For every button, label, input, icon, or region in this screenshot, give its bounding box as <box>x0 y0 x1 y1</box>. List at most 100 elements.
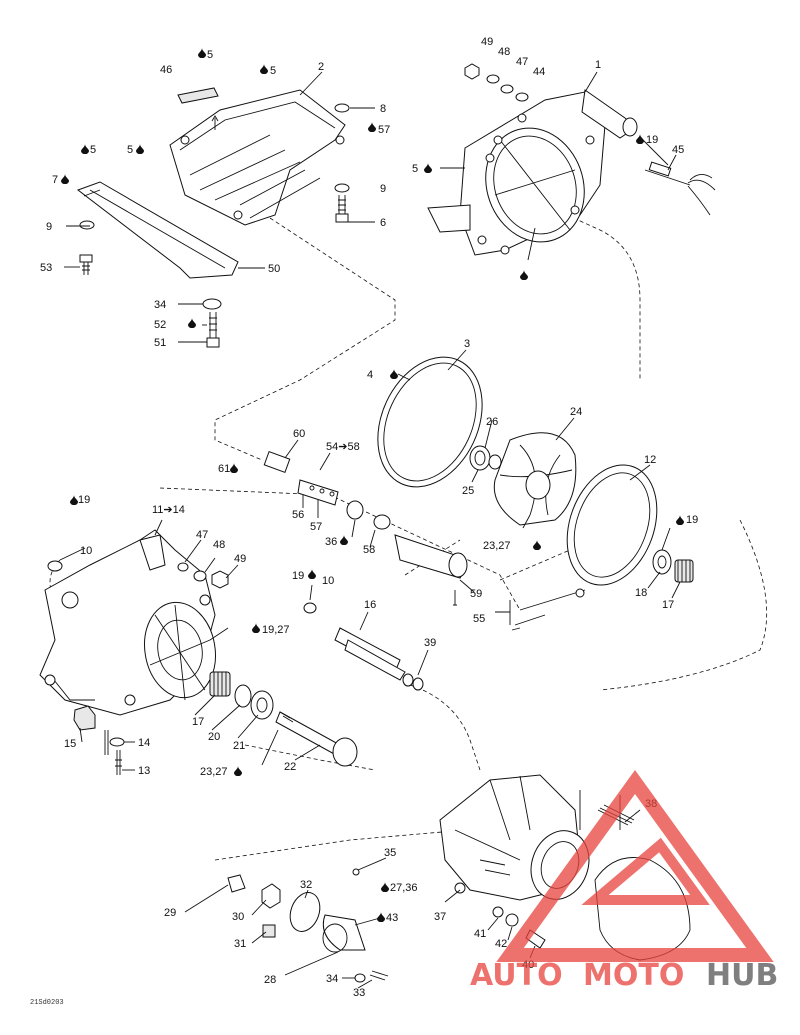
part-label: 33 <box>353 987 365 999</box>
part-label: 56 <box>292 509 304 521</box>
part-label: 23,27 <box>483 540 511 552</box>
drop-icon <box>390 369 398 379</box>
part-label: 27,36 <box>390 882 418 894</box>
part-label: 16 <box>364 599 376 611</box>
part-label: 24 <box>570 406 582 418</box>
drop-icon <box>381 882 389 892</box>
part-label: 7 <box>52 174 58 186</box>
drawing-reference: 21Sd0203 <box>30 999 64 1007</box>
part-label: 42 <box>495 938 507 950</box>
part-45-sensor <box>644 161 716 216</box>
watermark-hub: HUB <box>706 958 778 993</box>
part-label: 47 <box>516 56 528 68</box>
part-label: 6 <box>380 217 386 229</box>
drop-icon <box>368 122 376 132</box>
drop-icon <box>188 318 196 328</box>
drop-icon <box>252 623 260 633</box>
part-label: 4 <box>367 369 373 381</box>
part-label: 48 <box>498 46 510 58</box>
part-label: 49 <box>481 36 493 48</box>
part-53-screw <box>79 254 93 275</box>
part-label: 37 <box>434 911 446 923</box>
part-52-51-screw <box>206 312 220 348</box>
part-label: 5 <box>90 144 96 156</box>
part-label: 19 <box>292 570 304 582</box>
part-label: 20 <box>208 731 220 743</box>
watermark-logo-icon <box>496 770 774 962</box>
part-label: 29 <box>164 907 176 919</box>
part-label: 17 <box>662 599 674 611</box>
part-label: 39 <box>424 637 436 649</box>
part-label: 32 <box>300 879 312 891</box>
drop-icon <box>424 163 432 173</box>
pump-nozzle <box>439 774 691 961</box>
drop-icon <box>377 912 385 922</box>
part-label: 60 <box>293 428 305 440</box>
parts-60-56-57 <box>263 451 339 506</box>
part-label: 55 <box>473 613 485 625</box>
part-label: 14 <box>138 737 150 749</box>
drop-icon <box>198 48 206 58</box>
part-label: 45 <box>672 144 684 156</box>
part-label: 28 <box>264 974 276 986</box>
part-label: 54➔58 <box>326 441 360 453</box>
part-22-drive-shaft <box>275 711 358 767</box>
part-label: 23,27 <box>200 766 228 778</box>
part-16-tube <box>303 602 424 691</box>
part-label: 1 <box>595 59 601 71</box>
part-label: 10 <box>80 545 92 557</box>
drop-icon <box>636 134 644 144</box>
part-46-plate <box>177 87 219 104</box>
part-label: 8 <box>380 103 386 115</box>
part-label: 21 <box>233 740 245 752</box>
pump-support-housing <box>39 529 216 716</box>
automotohub-watermark: AUTO MOTO HUB <box>470 770 778 993</box>
part-12-sleeve <box>566 464 658 586</box>
part-label: 2 <box>318 61 324 73</box>
part-label: 57 <box>378 124 390 136</box>
drop-icon <box>70 495 78 505</box>
part-label: 17 <box>192 716 204 728</box>
watermark-auto: AUTO <box>470 958 563 993</box>
part-label: 5 <box>412 163 418 175</box>
part-label: 57 <box>310 521 322 533</box>
part-label: 9 <box>380 183 386 195</box>
part-label: 15 <box>64 738 76 750</box>
part-label: 34 <box>326 973 338 985</box>
part-label: 34 <box>154 299 166 311</box>
part-50-bracket <box>76 181 239 279</box>
part-label: 22 <box>284 761 296 773</box>
part-label: 3 <box>464 338 470 350</box>
part-label: 43 <box>386 912 398 924</box>
part-58-fittings <box>346 500 391 530</box>
drop-icon <box>230 463 238 473</box>
part-label: 52 <box>154 319 166 331</box>
part-label: 5 <box>207 49 213 61</box>
part-label: 25 <box>462 485 474 497</box>
drop-icon <box>676 515 684 525</box>
parts-17-20-21-left <box>209 671 274 720</box>
drop-icon <box>81 144 89 154</box>
parts-25-26 <box>469 445 502 471</box>
part-label: 19 <box>646 134 658 146</box>
drop-icon <box>340 535 348 545</box>
part-label: 19 <box>686 514 698 526</box>
part-label: 9 <box>46 221 52 233</box>
part-label: 5 <box>270 65 276 77</box>
watermark-moto: MOTO <box>583 958 684 993</box>
part-label: 30 <box>232 911 244 923</box>
part-label: 61 <box>218 463 230 475</box>
part-label: 50 <box>268 263 280 275</box>
drop-icon <box>234 766 242 776</box>
leader-lines <box>59 71 681 989</box>
part-label: 31 <box>234 938 246 950</box>
part-label: 47 <box>196 529 208 541</box>
fasteners-8-9-6 <box>334 103 350 223</box>
part-label: 41 <box>474 928 486 940</box>
part-1-pump-housing <box>427 89 638 256</box>
parts-17-18-right <box>652 549 694 583</box>
part-label: 19,27 <box>262 624 290 636</box>
part-label: 13 <box>138 765 150 777</box>
part-number-labels: 46 5 5 2 8 57 9 6 5 5 7 9 53 50 34 52 51… <box>40 36 698 999</box>
